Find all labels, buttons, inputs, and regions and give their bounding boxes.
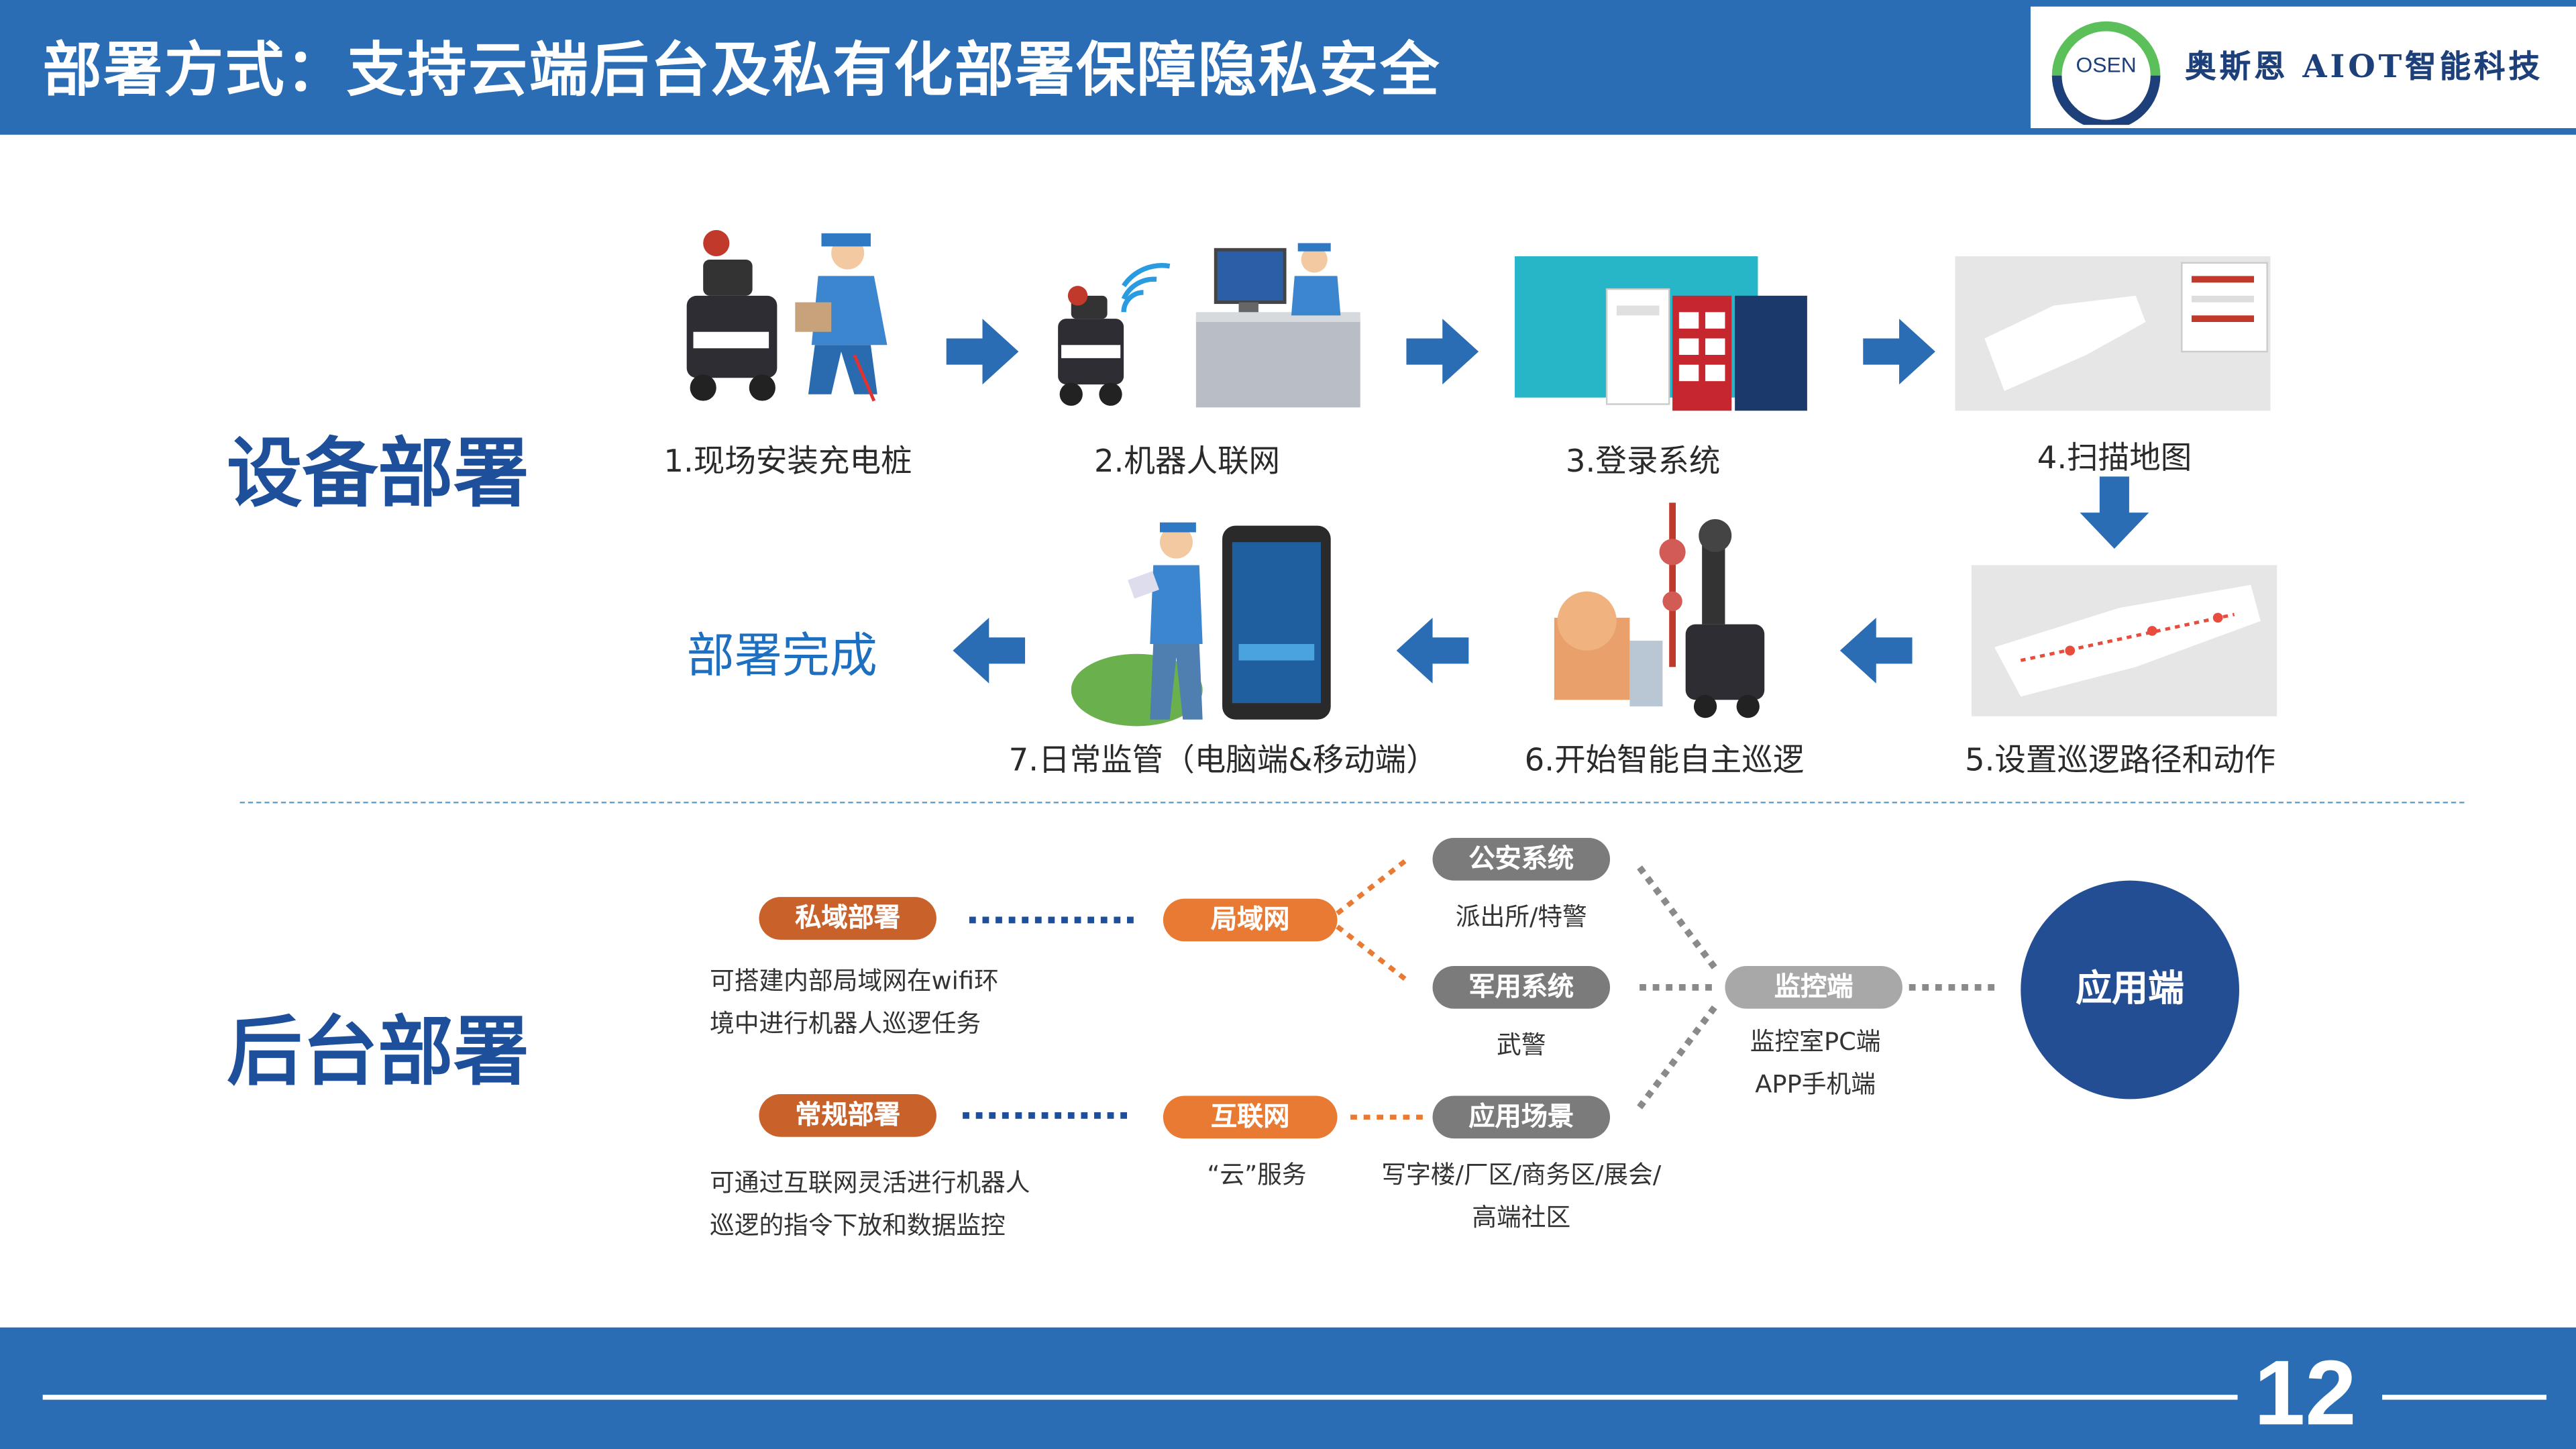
internet-badge: 互联网: [1163, 1095, 1338, 1139]
scan-map-illustration: [1955, 256, 2271, 411]
monitor-end-badge: 监控端: [1725, 966, 1902, 1009]
step-6-label: 6.开始智能自主巡逻: [1524, 742, 1805, 779]
login-system-illustration: [1514, 256, 1807, 411]
app-scene-badge: 应用场景: [1432, 1095, 1611, 1139]
police-system-badge: 公安系统: [1432, 837, 1611, 881]
footer-bar: [0, 1327, 2576, 1449]
arrow-left-icon: [953, 617, 1026, 684]
section-divider: [239, 802, 2465, 804]
logo-mark: OSEN: [2076, 53, 2137, 77]
set-route-illustration: [1971, 565, 2277, 716]
private-deploy-badge: 私域部署: [759, 897, 936, 940]
regular-deploy-desc-1: 可通过互联网灵活进行机器人: [709, 1168, 1030, 1198]
device-section-title: 设备部署: [226, 429, 529, 518]
lan-badge: 局域网: [1163, 898, 1338, 942]
install-charger-illustration: [686, 229, 888, 402]
monitor-end-desc-2: APP手机端: [1755, 1069, 1876, 1099]
osen-logo-icon: OSEN: [2051, 21, 2161, 125]
military-system-badge: 军用系统: [1432, 966, 1611, 1009]
arrow-left-icon: [1396, 617, 1469, 684]
page-number: 12: [2254, 1340, 2357, 1444]
arrow-right-icon: [1406, 319, 1479, 385]
private-deploy-desc-2: 境中进行机器人巡逻任务: [709, 1008, 981, 1038]
step-5-label: 5.设置巡逻路径和动作: [1965, 742, 2276, 779]
app-scene-desc-2: 高端社区: [1472, 1202, 1571, 1232]
page-title: 部署方式：支持云端后台及私有化部署保障隐私安全: [42, 38, 1441, 105]
app-end-circle: 应用端: [2021, 880, 2239, 1099]
monitor-end-desc-1: 监控室PC端: [1750, 1026, 1881, 1057]
step-1-label: 1.现场安装充电桩: [663, 443, 912, 480]
arrow-down-icon: [2080, 476, 2149, 549]
step-3-label: 3.登录系统: [1565, 443, 1721, 480]
step-2-label: 2.机器人联网: [1094, 443, 1281, 480]
arrow-right-icon: [1863, 319, 1935, 385]
arrow-left-icon: [1839, 617, 1913, 684]
backend-section-title: 后台部署: [226, 1007, 529, 1096]
regular-deploy-badge: 常规部署: [759, 1094, 936, 1137]
private-deploy-desc-1: 可搭建内部局域网在wifi环: [709, 966, 999, 996]
deploy-done-label: 部署完成: [686, 627, 877, 684]
logo-text: 奥斯恩 AIOT智能科技: [2185, 49, 2543, 86]
step-7-label: 7.日常监管（电脑端&移动端）: [1008, 742, 1438, 779]
daily-monitor-illustration: [1071, 522, 1331, 727]
cloud-service-desc: “云”服务: [1207, 1159, 1307, 1190]
footer-line-left: [42, 1395, 2238, 1400]
military-system-desc: 武警: [1497, 1030, 1546, 1060]
police-system-desc: 派出所/特警: [1455, 902, 1587, 932]
step-4-label: 4.扫描地图: [2037, 440, 2192, 477]
footer-line-right: [2382, 1395, 2546, 1400]
autonomous-patrol-illustration: [1554, 502, 1765, 718]
robot-network-illustration: [1058, 243, 1360, 408]
regular-deploy-desc-2: 巡逻的指令下放和数据监控: [709, 1210, 1006, 1240]
app-scene-desc-1: 写字楼/厂区/商务区/展会/: [1381, 1159, 1662, 1190]
arrow-right-icon: [946, 319, 1019, 385]
